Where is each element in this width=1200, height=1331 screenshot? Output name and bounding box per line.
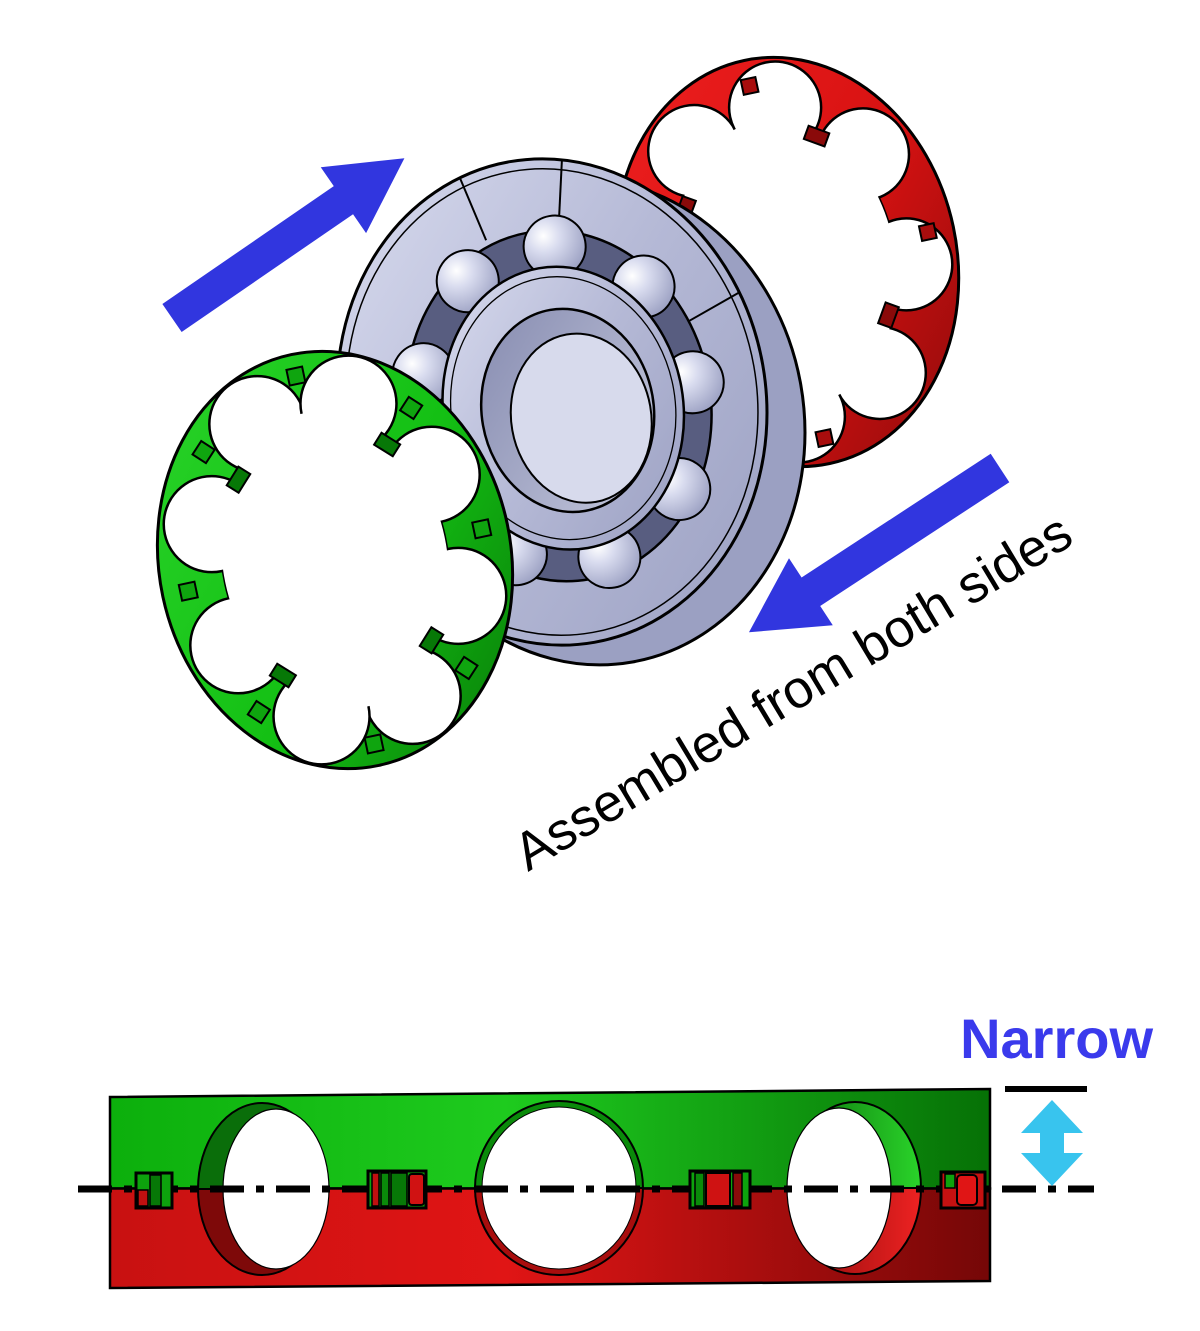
green-cage-bore-fill	[221, 411, 449, 709]
narrow-label: Narrow	[960, 1007, 1153, 1070]
cross-section: Narrow	[78, 1007, 1153, 1290]
bearing-bore-hole	[509, 332, 653, 504]
snap-clip-2	[366, 1169, 428, 1210]
ball-pocket-right	[786, 1101, 923, 1275]
snap-clip-1	[134, 1171, 174, 1210]
snap-clip-4	[939, 1170, 987, 1210]
narrow-dimension-arrow	[1021, 1100, 1083, 1186]
green-cage-snap-tabs	[225, 431, 445, 689]
assembly-arrow-lower	[748, 453, 1010, 633]
snap-clip-3	[688, 1169, 752, 1210]
ball-pocket-middle	[473, 1100, 645, 1276]
green-cage-half	[155, 349, 515, 771]
assembly-arrow-upper	[162, 158, 405, 333]
bearing	[335, 157, 807, 667]
green-cage-windows	[177, 365, 493, 755]
